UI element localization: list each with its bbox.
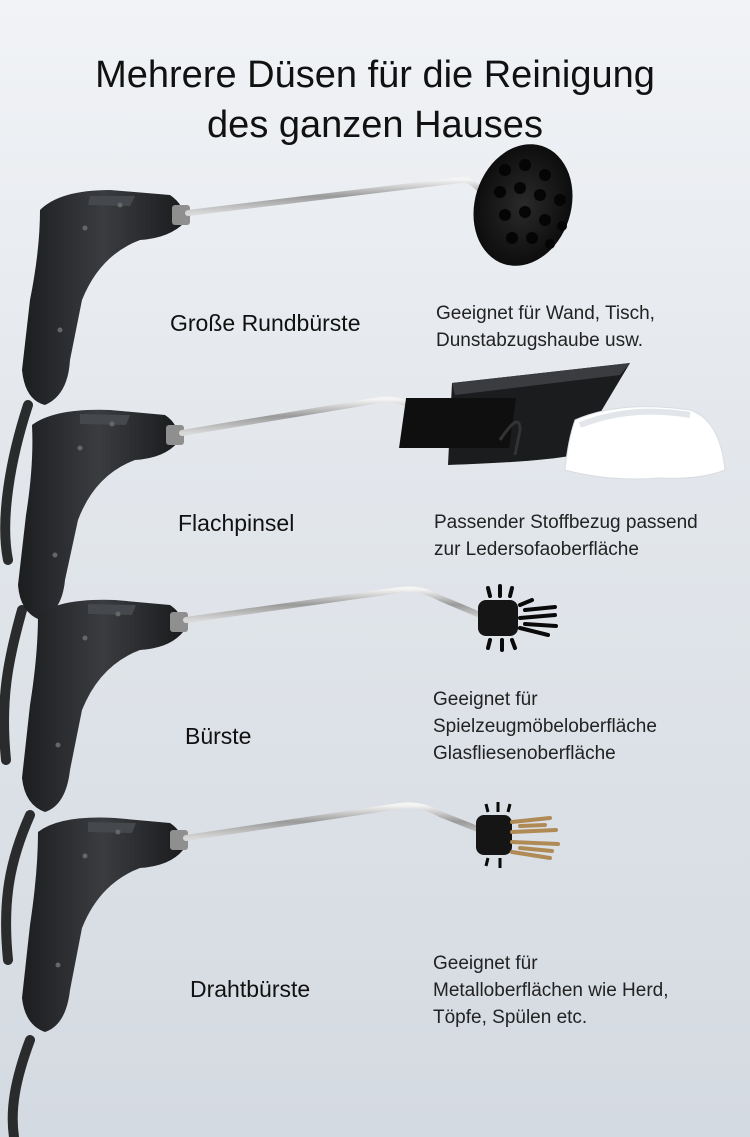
hose-3: [1, 810, 35, 965]
item-1-description: Geeignet für Wand, Tisch, Dunstabzugshau…: [436, 300, 655, 354]
item-4-description-line-3: Töpfe, Spülen etc.: [433, 1007, 588, 1028]
headline-line-1: Mehrere Düsen für die Reinigung: [95, 54, 655, 96]
item-3-description: Geeignet für Spielzeugmöbeloberfläche Gl…: [433, 686, 657, 767]
lance-3: [183, 586, 483, 623]
hose-2: [0, 605, 27, 765]
item-3-name: Bürste: [185, 723, 252, 749]
flat-brush-with-cloth-icon: [399, 363, 726, 480]
steam-gun-4: [22, 802, 560, 1032]
small-nylon-brush-icon: [478, 584, 558, 652]
wire-brush-icon: [476, 802, 560, 868]
item-3-description-line-2: Spielzeugmöbeloberfläche: [433, 716, 657, 737]
hose-group: [0, 400, 35, 1137]
hose-1: [0, 400, 33, 565]
steam-gun-1: [22, 144, 573, 405]
handle-1: [22, 190, 185, 405]
headline-line-2: des ganzen Hauses: [207, 104, 543, 146]
item-2-name: Flachpinsel: [178, 510, 295, 536]
item-3-description-line-1: Geeignet für: [433, 689, 538, 710]
hose-4: [7, 1035, 35, 1137]
item-1-name: Große Rundbürste: [170, 310, 361, 336]
item-3-description-line-3: Glasfliesenoberfläche: [433, 743, 616, 764]
handle-2: [18, 409, 179, 620]
handle-4: [22, 817, 184, 1032]
item-1-description-line-1: Geeignet für Wand, Tisch,: [436, 303, 655, 324]
item-4-name: Drahtbürste: [190, 976, 311, 1002]
item-1-description-line-2: Dunstabzugshaube usw.: [436, 330, 644, 351]
lance-1: [185, 176, 483, 216]
steam-gun-2: [18, 363, 726, 620]
item-4-description: Geeignet für Metalloberflächen wie Herd,…: [433, 950, 669, 1031]
headline: Mehrere Düsen für die Reinigung des ganz…: [0, 50, 750, 150]
item-4-description-line-1: Geeignet für: [433, 953, 538, 974]
handle-3: [22, 599, 184, 812]
item-4-description-line-2: Metalloberflächen wie Herd,: [433, 980, 669, 1001]
steam-gun-3: [22, 584, 558, 812]
cloth-cover: [564, 406, 726, 480]
lance-4: [183, 802, 483, 841]
item-2-description: Passender Stoffbezug passend zur Lederso…: [434, 509, 698, 563]
item-2-description-line-1: Passender Stoffbezug passend: [434, 512, 698, 533]
item-2-description-line-2: zur Ledersofaoberfläche: [434, 539, 639, 560]
round-brush-icon: [473, 144, 573, 266]
